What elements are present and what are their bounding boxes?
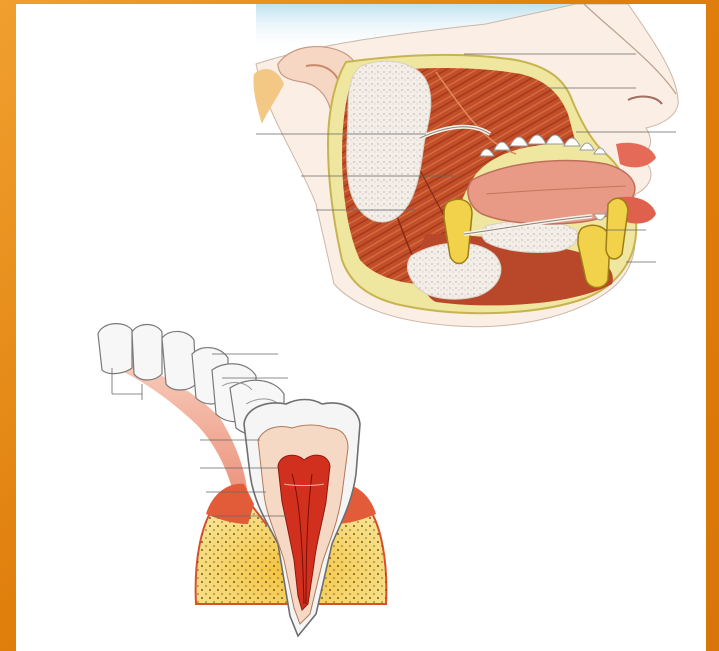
anatomy-figure [16, 4, 706, 651]
incisor [132, 325, 162, 381]
incisor [98, 324, 132, 374]
head-dissection-illustration [253, 4, 678, 327]
canine [162, 331, 196, 390]
tooth-cross-section-illustration [98, 324, 386, 636]
figure-panel [16, 4, 706, 651]
